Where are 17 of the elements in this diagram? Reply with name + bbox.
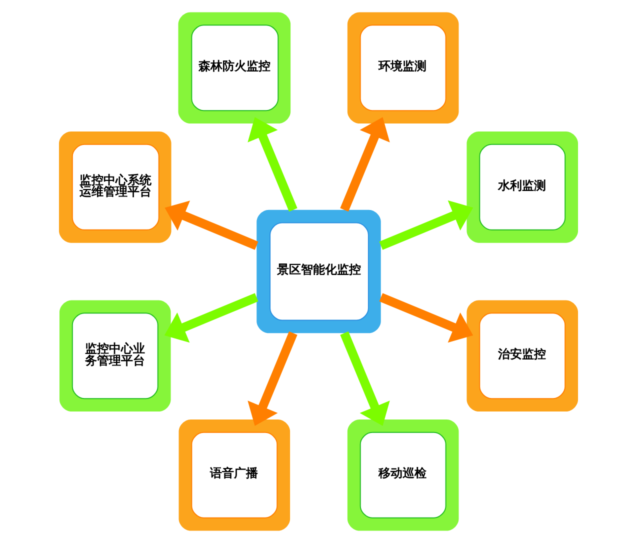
node-box: 环境监测 [346,12,458,124]
node-box: 监控中心业务管理平台 [58,300,170,412]
arrow [340,117,390,212]
arrow [164,200,258,250]
arrow [247,331,297,426]
arrow [164,293,258,343]
arrow [378,293,473,343]
node-box: 监控中心系统运维管理平台 [58,132,171,243]
node-box: 语音广播 [178,419,290,531]
arrow [340,331,390,426]
node-box: 治安监控 [466,300,578,412]
arrow [378,200,473,250]
node-box: 森林防火监控 [178,12,290,124]
node-box: 移动巡检 [346,419,458,531]
node-box: 水利监测 [466,132,578,243]
arrow [247,117,297,212]
node-box: 景区智能化监控 [256,210,380,334]
